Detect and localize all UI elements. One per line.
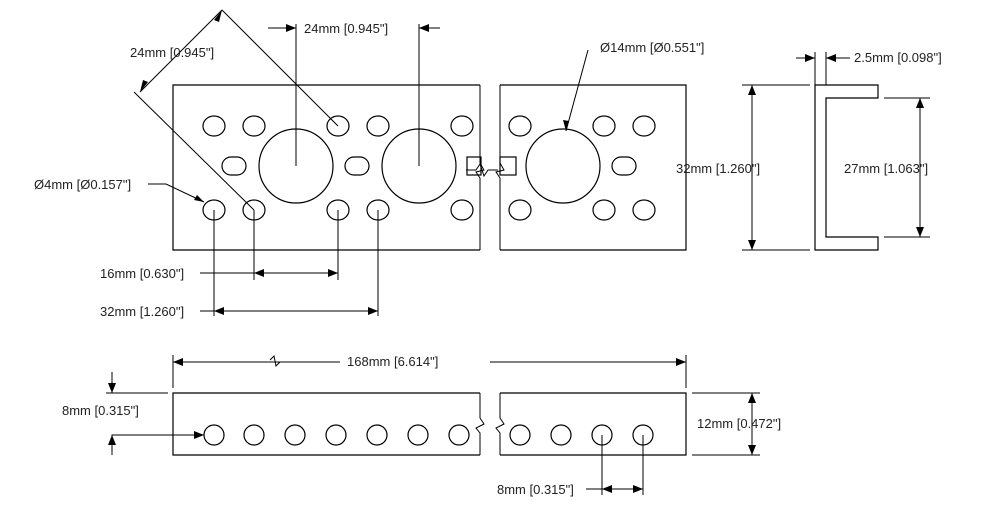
dim-top-24-lines (268, 24, 440, 166)
small-hole (592, 199, 616, 221)
bottom-break-left (475, 393, 485, 455)
side-hole (366, 424, 388, 446)
arrowhead (805, 54, 815, 62)
arrowhead (173, 358, 183, 366)
arrowhead (194, 431, 204, 439)
dim-len168-lines (172, 354, 687, 388)
small-hole (632, 115, 656, 137)
arrowhead (214, 307, 224, 315)
arrowhead (748, 445, 756, 455)
label-len168: 168mm [6.614"] (347, 354, 438, 369)
slot-hole (611, 156, 637, 176)
label-32mm: 32mm [1.260"] (100, 304, 184, 319)
small-hole (508, 199, 532, 221)
label-p8: 8mm [0.315"] (497, 482, 574, 497)
arrowhead (826, 54, 836, 62)
dim-h32-lines (742, 84, 810, 251)
dim-diagonal-24-extension (133, 9, 339, 211)
dim-dia4-leader (148, 183, 205, 203)
channel-profile (814, 84, 879, 251)
arrowhead (108, 435, 116, 445)
arrowhead (916, 227, 924, 237)
small-hole (508, 115, 532, 137)
break-line-left (475, 85, 485, 250)
arrowhead (328, 269, 338, 277)
small-hole (450, 115, 474, 137)
slot-hole (466, 156, 482, 176)
label-top-24: 24mm [0.945"] (304, 21, 388, 36)
arrowhead (140, 80, 148, 92)
top-view: 24mm [0.945"] 24mm [0.945"] Ø14mm [Ø0.55… (34, 9, 704, 319)
label-16mm: 16mm [0.630"] (100, 266, 184, 281)
side-hole (203, 424, 225, 446)
bottom-view-right-plate (500, 392, 687, 456)
slot-hole (344, 156, 370, 176)
dim-dia14-leader (565, 49, 589, 132)
bottom-view-left-plate (172, 392, 480, 456)
side-hole (448, 424, 470, 446)
side-hole (550, 424, 572, 446)
arrowhead (286, 24, 296, 32)
arrowhead (419, 24, 429, 32)
side-hole (284, 424, 306, 446)
small-hole (202, 115, 226, 137)
label-wall: 2.5mm [0.098"] (854, 50, 942, 65)
dim-h27-lines (884, 97, 930, 238)
break-symbol (466, 162, 498, 178)
side-hole (243, 424, 265, 446)
arrowhead (748, 240, 756, 250)
bottom-view: 168mm [6.614"] 8mm [0.315"] 12mm [0.472"… (62, 352, 781, 497)
side-profile: 2.5mm [0.098"] 32mm [1.260"] 27mm [1.063… (676, 50, 942, 251)
label-dia14: Ø14mm [Ø0.551"] (600, 40, 704, 55)
large-hole (525, 128, 601, 204)
small-hole (366, 115, 390, 137)
arrowhead (194, 195, 204, 202)
top-view-left-plate (172, 84, 480, 251)
dim-h12-lines (692, 392, 760, 456)
top-view-right-plate (500, 84, 687, 251)
label-h32: 32mm [1.260"] (676, 161, 760, 176)
small-hole (326, 115, 350, 137)
arrowhead (748, 85, 756, 95)
arrowhead (916, 98, 924, 108)
slot-hole (221, 156, 247, 176)
arrowhead (602, 485, 612, 493)
label-e8: 8mm [0.315"] (62, 403, 139, 418)
slot-hole (499, 156, 517, 176)
arrowhead (108, 383, 116, 393)
label-diag-24: 24mm [0.945"] (130, 45, 214, 60)
arrowhead (676, 358, 686, 366)
label-dia4: Ø4mm [Ø0.157"] (34, 177, 131, 192)
arrowhead (214, 10, 222, 22)
dim-32-lines (200, 210, 379, 316)
len168-label-bg (340, 352, 490, 370)
dim-wall-lines (796, 52, 850, 85)
bottom-break-right (495, 393, 505, 455)
label-h12: 12mm [0.472"] (697, 416, 781, 431)
small-hole (632, 199, 656, 221)
small-hole (592, 115, 616, 137)
arrowhead (748, 393, 756, 403)
arrowhead (563, 120, 569, 131)
side-hole (325, 424, 347, 446)
side-hole (407, 424, 429, 446)
arrowhead (368, 307, 378, 315)
label-h27: 27mm [1.063"] (844, 161, 928, 176)
dim-16-lines (200, 210, 339, 280)
side-hole (509, 424, 531, 446)
small-hole (242, 115, 266, 137)
arrowhead (254, 269, 264, 277)
arrowhead (633, 485, 643, 493)
small-hole (450, 199, 474, 221)
